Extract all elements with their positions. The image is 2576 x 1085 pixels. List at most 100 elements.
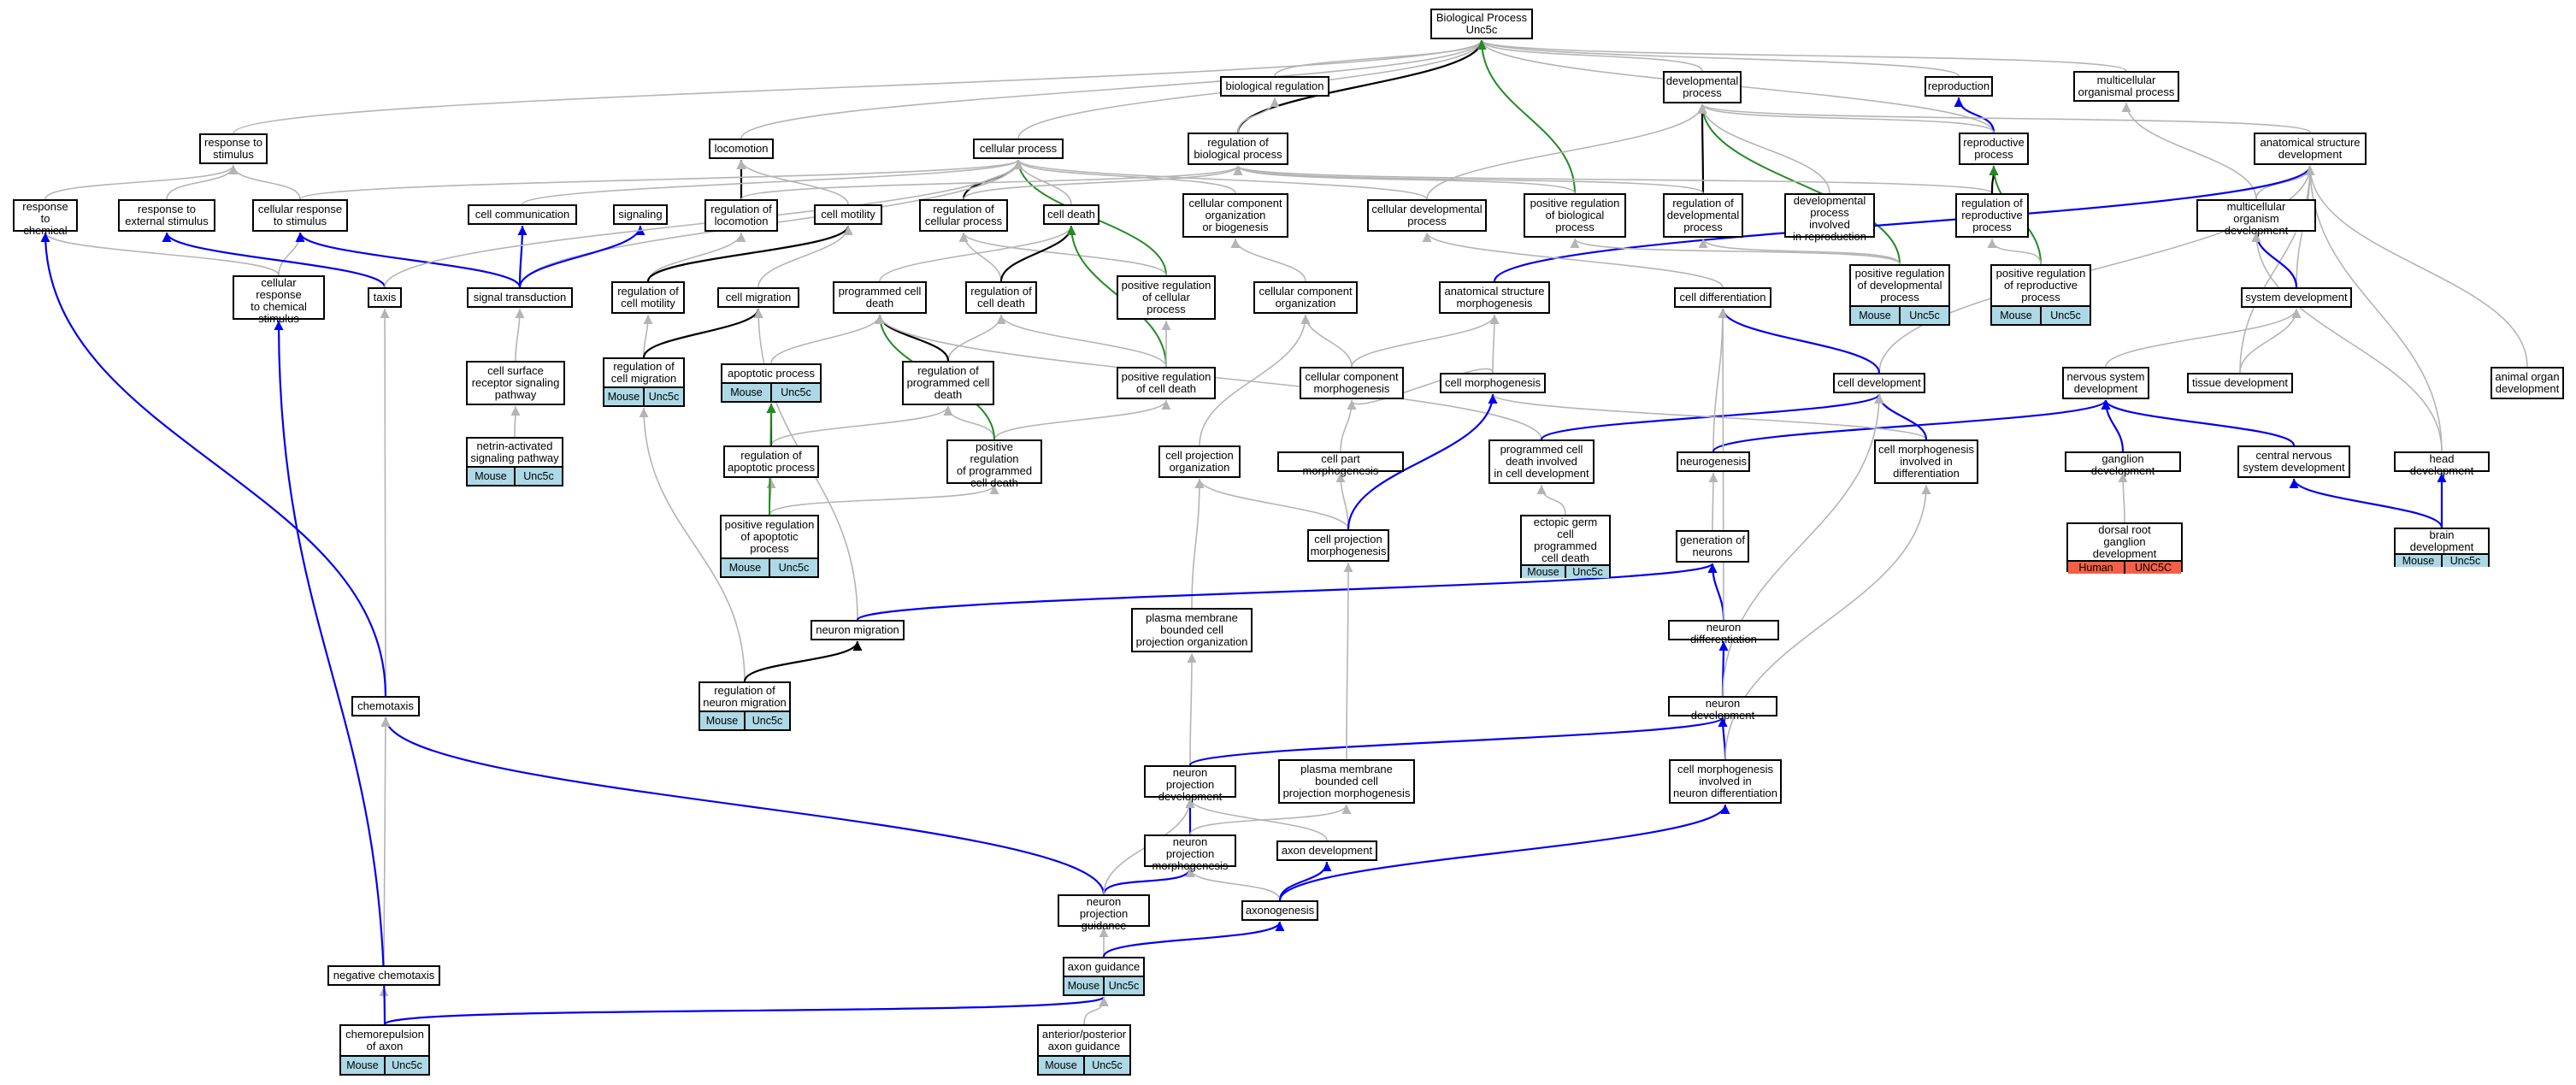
node-regulation-of-apoptotic-process[interactable]: regulation of apoptotic process [723,445,819,478]
node-anatomical-structure-development[interactable]: anatomical structure development [2254,133,2367,165]
node-cell-projection-morphogenesis[interactable]: cell projection morphogenesis [1307,529,1389,562]
node-developmental-process-involved-in-reproduction[interactable]: developmental process involved in reprod… [1784,193,1875,243]
node-cellular-response-to-stimulus[interactable]: cellular response to stimulus [252,199,348,232]
node-biological-regulation[interactable]: biological regulation [1220,76,1329,97]
node-neuron-differentiation[interactable]: neuron differentiation [1668,620,1779,646]
node-taxis[interactable]: taxis [368,287,402,308]
node-neuron-migration[interactable]: neuron migration [811,620,905,640]
node-neurogenesis[interactable]: neurogenesis [1677,451,1750,472]
node-plasma-membrane-bounded-cell-projection-morphogenesis[interactable]: plasma membrane bounded cell projection … [1278,759,1415,804]
node-cell-projection-organization[interactable]: cell projection organization [1158,445,1241,478]
node-negative-chemotaxis[interactable]: negative chemotaxis [327,965,440,986]
node-chemotaxis[interactable]: chemotaxis [351,696,420,716]
node-programmed-cell-death-involved-in-cell-development[interactable]: programmed cell death involved in cell d… [1488,439,1595,484]
node-cellular-developmental-process[interactable]: cellular developmental process [1367,199,1487,232]
node-positive-regulation-of-apoptotic-process[interactable]: positive regulation of apoptotic process… [720,515,819,578]
node-cell-morphogenesis-involved-in-differentiation[interactable]: cell morphogenesis involved in different… [1874,439,1978,484]
node-regulation-of-reproductive-process[interactable]: regulation of reproductive process [1955,193,2029,238]
node-neuron-projection-guidance[interactable]: neuron projection guidance [1058,894,1150,932]
node-regulation-of-cellular-process[interactable]: regulation of cellular process [919,199,1008,232]
node-cell-death[interactable]: cell death [1043,204,1099,225]
gene-tag: Unc5c [2040,307,2090,324]
node-regulation-of-biological-process[interactable]: regulation of biological process [1188,133,1288,165]
node-cellular-component-organization[interactable]: cellular component organization [1253,281,1358,314]
edge-is-a [1698,238,1901,265]
species-tag: Mouse [1064,977,1103,994]
node-cellular-response-to-chemical-stimulus[interactable]: cellular response to chemical stimulus [233,275,325,325]
node-cell-part-morphogenesis[interactable]: cell part morphogenesis [1277,451,1404,477]
node-axonogenesis[interactable]: axonogenesis [1241,900,1318,921]
node-cell-morphogenesis-involved-in-neuron-differentiation[interactable]: cell morphogenesis involved in neuron di… [1669,759,1782,804]
node-nervous-system-development[interactable]: nervous system development [2062,367,2149,399]
node-response-to-stimulus[interactable]: response to stimulus [199,133,268,164]
gene-tag: Unc5c [769,559,817,576]
node-response-to-chemical[interactable]: response to chemical [13,199,78,237]
node-regulation-of-cell-death[interactable]: regulation of cell death [965,281,1037,314]
node-label: chemotaxis [357,699,414,712]
node-generation-of-neurons[interactable]: generation of neurons [1676,530,1749,563]
edge-is-a [1712,308,1728,452]
node-neuron-development[interactable]: neuron development [1668,696,1777,722]
node-regulation-of-cell-motility[interactable]: regulation of cell motility [611,281,685,314]
node-regulation-of-developmental-process[interactable]: regulation of developmental process [1663,193,1743,238]
node-positive-regulation-of-cellular-process[interactable]: positive regulation of cellular process [1117,275,1216,320]
node-ganglion-development[interactable]: ganglion development [2065,451,2181,477]
node-system-development[interactable]: system development [2241,287,2352,308]
node-regulation-of-locomotion[interactable]: regulation of locomotion [704,199,778,232]
node-central-nervous-system-development[interactable]: central nervous system development [2237,445,2350,478]
node-tissue-development[interactable]: tissue development [2187,373,2293,393]
node-animal-organ-development[interactable]: animal organ development [2491,367,2564,399]
node-neuron-projection-development[interactable]: neuron projection development [1144,765,1236,803]
node-multicellular-organismal-process[interactable]: multicellular organismal process [2073,71,2179,102]
node-cell-surface-receptor-signaling-pathway[interactable]: cell surface receptor signaling pathway [466,361,565,405]
node-anatomical-structure-morphogenesis[interactable]: anatomical structure morphogenesis [1439,281,1550,314]
node-response-to-external-stimulus[interactable]: response to external stimulus [118,199,215,232]
node-positive-regulation-of-reproductive-process[interactable]: positive regulation of reproductive proc… [1990,264,2091,326]
node-cellular-component-organization-or-biogenesis[interactable]: cellular component organization or bioge… [1182,193,1288,238]
node-developmental-process[interactable]: developmental process [1663,71,1742,103]
node-positive-regulation-of-programmed-cell-death[interactable]: positive regulation of programmed cell d… [946,439,1042,489]
node-label: cell projection organization [1165,449,1234,474]
node-label: response to chemical [22,200,68,237]
node-cell-migration[interactable]: cell migration [717,287,799,308]
edge-part-of [1278,861,1332,901]
node-label: cellular component organization or bioge… [1188,197,1282,233]
node-signal-transduction[interactable]: signal transduction [467,287,573,308]
node-axon-development[interactable]: axon development [1276,840,1377,861]
node-positive-regulation-of-developmental-process[interactable]: positive regulation of developmental pro… [1849,264,1950,326]
node-label: response to stimulus [204,136,262,161]
node-plasma-membrane-bounded-cell-projection-organization[interactable]: plasma membrane bounded cell projection … [1131,608,1253,652]
node-cellular-component-morphogenesis[interactable]: cellular component morphogenesis [1300,367,1404,399]
node-reproduction[interactable]: reproduction [1925,76,1993,97]
node-label: regulation of biological process [1194,136,1282,161]
node-locomotion[interactable]: locomotion [709,139,774,159]
node-neuron-projection-morphogenesis[interactable]: neuron projection morphogenesis [1144,834,1236,872]
node-cell-motility[interactable]: cell motility [814,204,882,225]
node-positive-regulation-of-cell-death[interactable]: positive regulation of cell death [1117,367,1216,399]
node-cell-differentiation[interactable]: cell differentiation [1674,287,1771,308]
node-programmed-cell-death[interactable]: programmed cell death [833,281,927,314]
edge-part-of [1493,165,2315,282]
node-reproductive-process[interactable]: reproductive process [1959,133,2029,165]
node-regulation-of-programmed-cell-death[interactable]: regulation of programmed cell death [902,361,994,405]
node-cellular-process[interactable]: cellular process [973,139,1064,159]
node-multicellular-organism-development[interactable]: multicellular organism development [2196,199,2316,237]
node-cell-morphogenesis[interactable]: cell morphogenesis [1440,373,1546,393]
node-biological-process[interactable]: Biological Process Unc5c [1430,9,1533,39]
node-cell-communication[interactable]: cell communication [468,204,577,225]
node-positive-regulation-of-biological-process[interactable]: positive regulation of biological proces… [1524,193,1626,238]
node-head-development[interactable]: head development [2394,451,2490,477]
node-signaling[interactable]: signaling [613,204,668,225]
node-cell-development[interactable]: cell development [1833,373,1925,393]
